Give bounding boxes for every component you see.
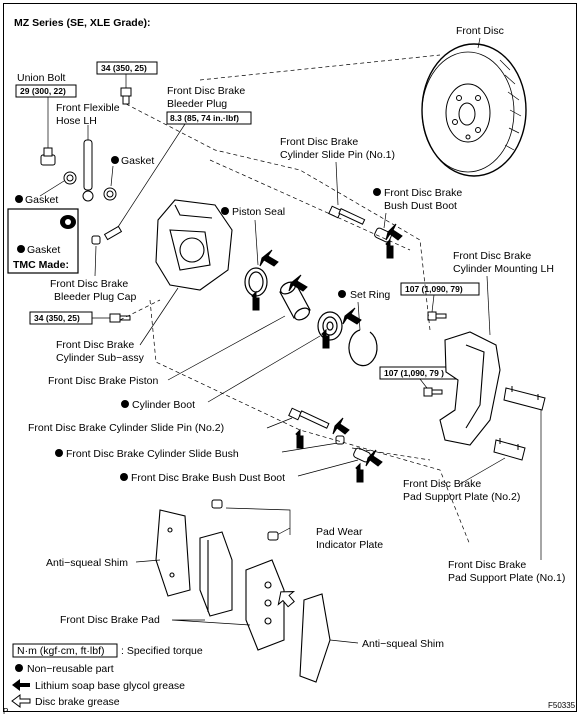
bleeder-plug-label-line2: Bleeder Plug <box>167 98 227 110</box>
legend-lithium-text: Lithium soap base glycol grease <box>35 680 185 692</box>
piston-label: Front Disc Brake Piston <box>48 375 158 387</box>
front-disc-brake-pad-outer-drawing <box>245 559 285 651</box>
svg-text:107 (1,090, 79): 107 (1,090, 79) <box>405 284 463 294</box>
anti-squeal-shim-right-label: Anti−squeal Shim <box>362 638 444 650</box>
flexible-hose-drawing <box>82 125 94 202</box>
cylinder-boot-label: Cylinder Boot <box>132 399 195 411</box>
support-plate-no2-label-line2: Pad Support Plate (No.2) <box>403 491 520 503</box>
figure-code: F50335 <box>548 701 576 710</box>
gasket-right-label: Gasket <box>121 155 154 167</box>
set-ring-label: Set Ring <box>350 289 390 301</box>
union-bolt-drawing <box>40 97 56 166</box>
corner-mark: P <box>3 707 8 716</box>
cylinder-sub-assy-label-line1: Front Disc Brake <box>56 339 134 351</box>
non-reusable-dot-set-ring <box>338 290 346 298</box>
pad-wear-label-line1: Pad Wear <box>316 526 363 538</box>
svg-text:8.3 (85, 74 in.·lbf): 8.3 (85, 74 in.·lbf) <box>170 113 239 123</box>
pad-support-plate-no1-drawing <box>503 386 546 411</box>
flexible-hose-label-line1: Front Flexible <box>56 102 120 114</box>
gasket-drawing-left <box>63 171 77 185</box>
disc-grease-arrow-icon <box>277 591 296 608</box>
non-reusable-dot-gasket-right <box>111 156 119 164</box>
torque-box-bleeder-top: 34 (350, 25) <box>96 61 158 75</box>
plug-cap-label-line2: Bleeder Plug Cap <box>54 291 136 303</box>
support-plate-no2-label-line1: Front Disc Brake <box>403 478 481 490</box>
tmc-made-label: TMC Made: <box>13 259 69 271</box>
bleeder-plug-cap-drawing <box>91 235 101 245</box>
anti-squeal-shim-left-drawing <box>155 509 191 597</box>
union-bolt-label: Union Bolt <box>17 72 66 84</box>
bush-boot-top-label-line1: Front Disc Brake <box>384 187 462 199</box>
cylinder-sub-assy-drawing <box>155 199 233 291</box>
legend-non-reusable-text: Non−reusable part <box>27 663 114 675</box>
slide-bush-drawing <box>335 435 345 445</box>
torque-box-cylinder-bolt: 34 (350, 25) <box>29 311 93 325</box>
slide-bush-label: Front Disc Brake Cylinder Slide Bush <box>66 448 239 460</box>
svg-text:29 (300, 22): 29 (300, 22) <box>20 86 66 96</box>
legend-non-reusable-dot-icon <box>15 664 23 672</box>
assembly-guide-lines <box>119 54 471 546</box>
front-disc-brake-pad-inner-drawing <box>199 531 233 617</box>
legend: N·m (kgf·cm, ft·lbf) : Specified torque … <box>11 643 203 708</box>
slide-pin2-drawing <box>288 407 330 429</box>
bush-boot-top-label-line2: Bush Dust Boot <box>384 200 457 212</box>
non-reusable-dot-piston-seal <box>221 207 229 215</box>
mount-bolt-upper-drawing <box>427 311 447 321</box>
slide-pin2-label: Front Disc Brake Cylinder Slide Pin (No.… <box>28 422 224 434</box>
cylinder-mounting-drawing <box>439 331 501 446</box>
gasket-left-label: Gasket <box>25 194 58 206</box>
gasket-tmc-label: Gasket <box>27 244 60 256</box>
front-disc-label: Front Disc <box>456 25 504 37</box>
diagram-title: MZ Series (SE, XLE Grade): <box>14 17 151 29</box>
slide-pin1-label-line1: Front Disc Brake <box>280 136 358 148</box>
cylinder-sub-assy-label-line2: Cylinder Sub−assy <box>56 352 145 364</box>
front-disc-brake-pad-label: Front Disc Brake Pad <box>60 614 160 626</box>
mounting-label-line2: Cylinder Mounting LH <box>453 263 554 275</box>
bleeder-plug-drawing <box>103 225 123 241</box>
torque-box-union-bolt: 29 (300, 22) <box>15 84 77 98</box>
svg-text:34 (350, 25): 34 (350, 25) <box>34 313 80 323</box>
bleeder-plug-label-line1: Front Disc Brake <box>167 85 245 97</box>
legend-torque-box-text: N·m (kgf·cm, ft·lbf) <box>17 645 105 657</box>
pad-wear-label-line2: Indicator Plate <box>316 539 383 551</box>
support-plate-no1-label-line1: Front Disc Brake <box>448 559 526 571</box>
flexible-hose-label-line2: Hose LH <box>56 115 97 127</box>
slide-pin1-label-line2: Cylinder Slide Pin (No.1) <box>280 149 395 161</box>
support-plate-no1-label-line2: Pad Support Plate (No.1) <box>448 572 565 584</box>
pad-support-plate-no2-drawing <box>493 438 526 461</box>
pad-wear-indicator-drawing <box>211 499 279 541</box>
mounting-label-line1: Front Disc Brake <box>453 250 531 262</box>
non-reusable-dot-cylinder-boot <box>121 400 129 408</box>
cylinder-bolt-drawing <box>109 313 131 323</box>
grease-arrows <box>251 223 403 483</box>
legend-disc-grease-text: Disc brake grease <box>35 696 120 708</box>
bush-boot-bottom-label: Front Disc Brake Bush Dust Boot <box>131 472 285 484</box>
svg-text:107 (1,090, 79 ): 107 (1,090, 79 ) <box>384 368 444 378</box>
mount-bolt-lower-drawing <box>423 387 443 397</box>
anti-squeal-shim-left-label: Anti−squeal Shim <box>46 557 128 569</box>
non-reusable-dot-bush-boot-bottom <box>120 473 128 481</box>
legend-torque-desc: : Specified torque <box>121 645 203 657</box>
non-reusable-dot-slide-bush <box>55 449 63 457</box>
legend-lithium-arrow-icon <box>12 679 30 691</box>
tmc-made-box: Gasket TMC Made: <box>7 208 79 274</box>
torque-box-bleeder-plug: 8.3 (85, 74 in.·lbf) <box>166 111 252 125</box>
non-reusable-dot-gasket-left <box>15 195 23 203</box>
non-reusable-dot-bush-boot-top <box>373 188 381 196</box>
anti-squeal-shim-right-drawing <box>299 593 331 683</box>
set-ring-drawing <box>348 329 378 367</box>
cylinder-boot-drawing <box>317 311 343 341</box>
piston-seal-label: Piston Seal <box>232 206 285 218</box>
gasket-drawing-right <box>103 187 117 201</box>
plug-cap-label-line1: Front Disc Brake <box>50 278 128 290</box>
legend-disc-grease-arrow-icon <box>11 694 31 708</box>
front-disc-drawing <box>421 43 527 177</box>
torque-box-mount-upper: 107 (1,090, 79) <box>400 282 480 296</box>
svg-text:34 (350, 25): 34 (350, 25) <box>101 63 147 73</box>
bleeder-bolt-top-drawing <box>120 87 132 105</box>
diagram-frame <box>3 3 577 712</box>
